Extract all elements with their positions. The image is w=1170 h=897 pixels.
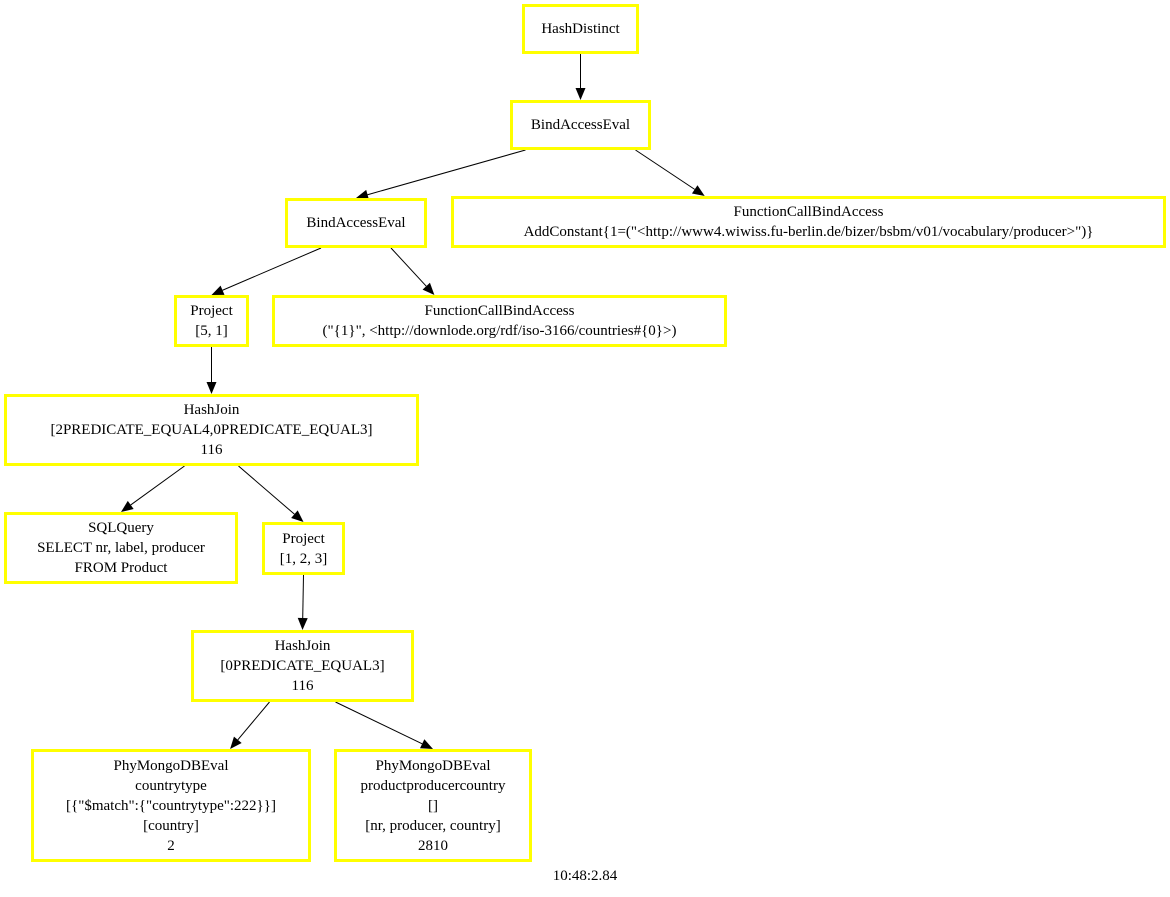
edge-n2-n3 (367, 149, 526, 196)
arrowhead-n3-n6 (422, 282, 435, 295)
node-line: 116 (200, 442, 223, 458)
node-line: ("{1}", <http://downlode.org/rdf/iso-316… (322, 323, 677, 339)
node-sql-query: SQLQuery SELECT nr, label, producer FROM… (4, 512, 238, 584)
node-hash-join-bottom: HashJoin [0PREDICATE_EQUAL3] 116 (191, 630, 414, 702)
node-line: FunctionCallBindAccess (733, 204, 884, 220)
node-line: [country] (143, 817, 199, 834)
node-line: BindAccessEval (530, 117, 631, 133)
node-bind-access-eval-root: BindAccessEval (510, 100, 651, 150)
edge-n10-n12 (335, 701, 423, 745)
node-line: HashJoin (183, 402, 240, 418)
node-project-1-2-3: Project [1, 2, 3] (262, 522, 345, 575)
edge-n7-n9 (238, 465, 295, 515)
node-line: BindAccessEval (306, 215, 406, 231)
arrowhead-n10-n12 (420, 739, 433, 749)
node-line: [{"$match":{"countrytype":222}}] (66, 797, 276, 814)
edge-n3-n5 (222, 247, 322, 291)
node-line: FunctionCallBindAccess (424, 303, 575, 319)
arrowhead-n3-n5 (211, 285, 225, 295)
node-line: countrytype (135, 777, 207, 794)
node-line: [nr, producer, country] (365, 817, 501, 834)
node-hash-distinct: HashDistinct (522, 4, 639, 54)
node-line: Project (190, 303, 233, 319)
node-mongodb-productproducercountry: PhyMongoDBEval productproducercountry []… (334, 749, 532, 862)
node-line: [0PREDICATE_EQUAL3] (220, 658, 385, 674)
edge-n3-n6 (390, 247, 427, 287)
arrowhead-n7-n9 (291, 510, 304, 522)
node-line: Project (282, 530, 325, 547)
edge-n10-n11 (237, 701, 270, 741)
arrowhead-n9-n10 (297, 617, 308, 630)
node-line: PhyMongoDBEval (113, 757, 229, 774)
timestamp-label: 10:48:2.84 (552, 868, 618, 884)
arrowhead-n10-n11 (230, 736, 242, 749)
node-line: 116 (291, 678, 314, 694)
node-line: SELECT nr, label, producer (37, 540, 205, 556)
node-line: FROM Product (74, 560, 168, 576)
node-line: SQLQuery (88, 520, 154, 536)
node-line: [] (428, 797, 438, 814)
node-line: [5, 1] (195, 323, 228, 339)
arrowhead-n7-n8 (121, 500, 134, 512)
node-function-call-countries: FunctionCallBindAccess ("{1}", <http://d… (272, 295, 727, 347)
node-line: AddConstant{1=("<http://www4.wiwiss.fu-b… (523, 224, 1094, 240)
node-line: [2PREDICATE_EQUAL4,0PREDICATE_EQUAL3] (50, 422, 373, 438)
node-project-5-1: Project [5, 1] (174, 295, 249, 347)
arrowhead-n2-n4 (691, 185, 705, 196)
node-bind-access-eval: BindAccessEval (285, 198, 427, 248)
node-line: HashJoin (274, 638, 331, 654)
edge-n9-n10 (302, 574, 304, 619)
node-line: 2 (167, 837, 175, 854)
node-function-call-producer: FunctionCallBindAccess AddConstant{1=("<… (451, 196, 1166, 248)
edge-n2-n4 (635, 149, 695, 190)
node-mongodb-countrytype: PhyMongoDBEval countrytype [{"$match":{"… (31, 749, 311, 862)
arrowhead-n5-n7 (206, 382, 217, 394)
arrowhead-n2-n3 (356, 189, 369, 200)
node-line: productproducercountry (360, 777, 506, 794)
node-line: 2810 (418, 837, 448, 854)
node-line: [1, 2, 3] (279, 550, 328, 567)
node-hash-join-top: HashJoin [2PREDICATE_EQUAL4,0PREDICATE_E… (4, 394, 419, 466)
arrowhead-n1-n2 (575, 88, 586, 100)
edge-n7-n8 (130, 465, 185, 506)
node-line: PhyMongoDBEval (375, 757, 491, 774)
node-line: HashDistinct (541, 21, 620, 37)
